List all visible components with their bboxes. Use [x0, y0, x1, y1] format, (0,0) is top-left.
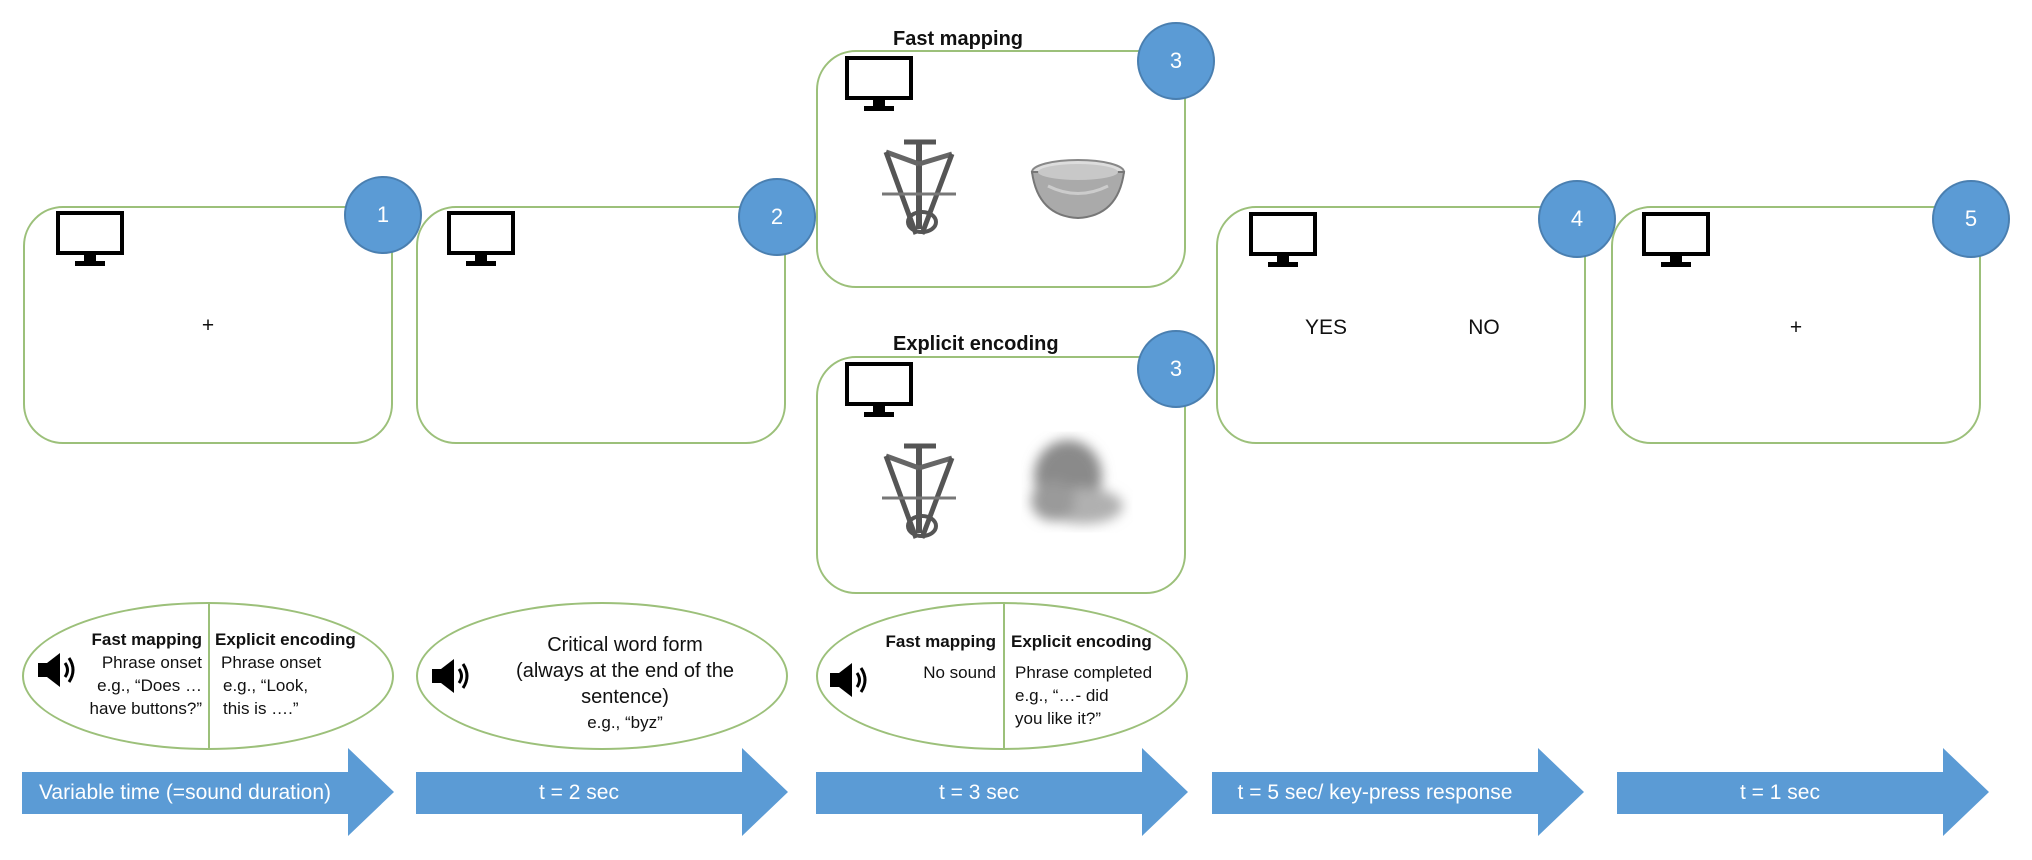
stage-2-screen: [416, 206, 786, 444]
condition-text: e.g., “Does …: [97, 676, 202, 695]
stage-3-explicit-badge: 3: [1137, 330, 1215, 408]
monitor-icon: [844, 361, 914, 421]
fixation-cross: +: [201, 314, 215, 337]
timeline-label-4: t = 5 sec/ key-press response: [1237, 781, 1513, 804]
condition-text: have buttons?”: [89, 699, 202, 718]
sound-3-explicit-encoding: Explicit encoding Phrase completed e.g.,…: [1011, 630, 1171, 730]
monitor-icon: [1641, 211, 1711, 271]
tripod-object: [874, 438, 964, 548]
yes-option: YES: [1304, 316, 1348, 339]
bowl-object: [1028, 156, 1128, 226]
blurred-object: [1031, 440, 1123, 524]
condition-text: Phrase onset: [221, 653, 322, 672]
condition-title: Fast mapping: [91, 630, 202, 649]
condition-text: you like it?”: [1015, 709, 1101, 728]
stage-4-screen: YES NO: [1216, 206, 1586, 444]
speaker-icon: [828, 660, 872, 700]
timeline-arrow-3: [816, 748, 1188, 836]
ellipse-divider: [1003, 602, 1005, 750]
ellipse-divider: [208, 602, 210, 750]
condition-text: No sound: [923, 663, 996, 682]
stage-5-screen: +: [1611, 206, 1981, 444]
stage-3-fast-badge: 3: [1137, 22, 1215, 100]
speaker-icon: [36, 650, 80, 690]
condition-title: Fast mapping: [885, 632, 996, 651]
sound-ellipse-2: [416, 602, 788, 750]
condition-text: this is ….”: [223, 699, 299, 718]
sound-3-fast-mapping: Fast mapping No sound: [872, 630, 996, 684]
condition-text: Phrase onset: [101, 653, 202, 672]
condition-text: Phrase completed: [1015, 663, 1153, 682]
monitor-icon: [844, 55, 914, 115]
timeline-arrow-5: [1617, 748, 1989, 836]
stage-1-screen: +: [23, 206, 393, 444]
stage-1-badge: 1: [344, 176, 422, 254]
condition-text: e.g., “Look,: [223, 676, 309, 695]
no-option: NO: [1468, 316, 1500, 339]
timeline-arrow-4: [1212, 748, 1584, 836]
stage-2-badge: 2: [738, 178, 816, 256]
timeline-label-1: Variable time (=sound duration): [38, 781, 332, 804]
stage-4-badge: 4: [1538, 180, 1616, 258]
sound-line: (always at the end of the: [516, 660, 734, 682]
sound-1-fast-mapping: Fast mapping Phrase onset e.g., “Does … …: [80, 628, 202, 720]
monitor-icon: [55, 210, 125, 270]
timeline-label-2: t = 2 sec: [539, 781, 619, 804]
condition-title: Explicit encoding: [215, 630, 356, 649]
sound-1-explicit-encoding: Explicit encoding Phrase onset e.g., “Lo…: [215, 628, 365, 720]
sound-line: Critical word form: [547, 634, 703, 656]
condition-title: Explicit encoding: [1011, 632, 1152, 651]
stage-3-explicit-encoding-screen: [816, 356, 1186, 594]
fixation-cross: +: [1789, 316, 1803, 339]
sound-2-text: Critical word form (always at the end of…: [480, 632, 770, 736]
tripod-object: [874, 134, 964, 244]
stage-5-badge: 5: [1932, 180, 2010, 258]
sound-line: sentence): [581, 686, 669, 708]
fast-mapping-title: Fast mapping: [893, 28, 1024, 50]
sound-ellipse-3: [816, 602, 1188, 750]
explicit-encoding-title: Explicit encoding: [893, 333, 1059, 355]
timeline-label-5: t = 1 sec: [1740, 781, 1820, 804]
timeline-label-3: t = 3 sec: [939, 781, 1019, 804]
monitor-icon: [1248, 211, 1318, 271]
monitor-icon: [446, 210, 516, 270]
stage-3-fast-mapping-screen: [816, 50, 1186, 288]
speaker-icon: [430, 656, 474, 696]
timeline-arrow-1: [22, 748, 394, 836]
timeline-arrow-2: [416, 748, 788, 836]
condition-text: e.g., “…- did: [1015, 686, 1109, 705]
sound-line: e.g., “byz”: [587, 713, 663, 732]
